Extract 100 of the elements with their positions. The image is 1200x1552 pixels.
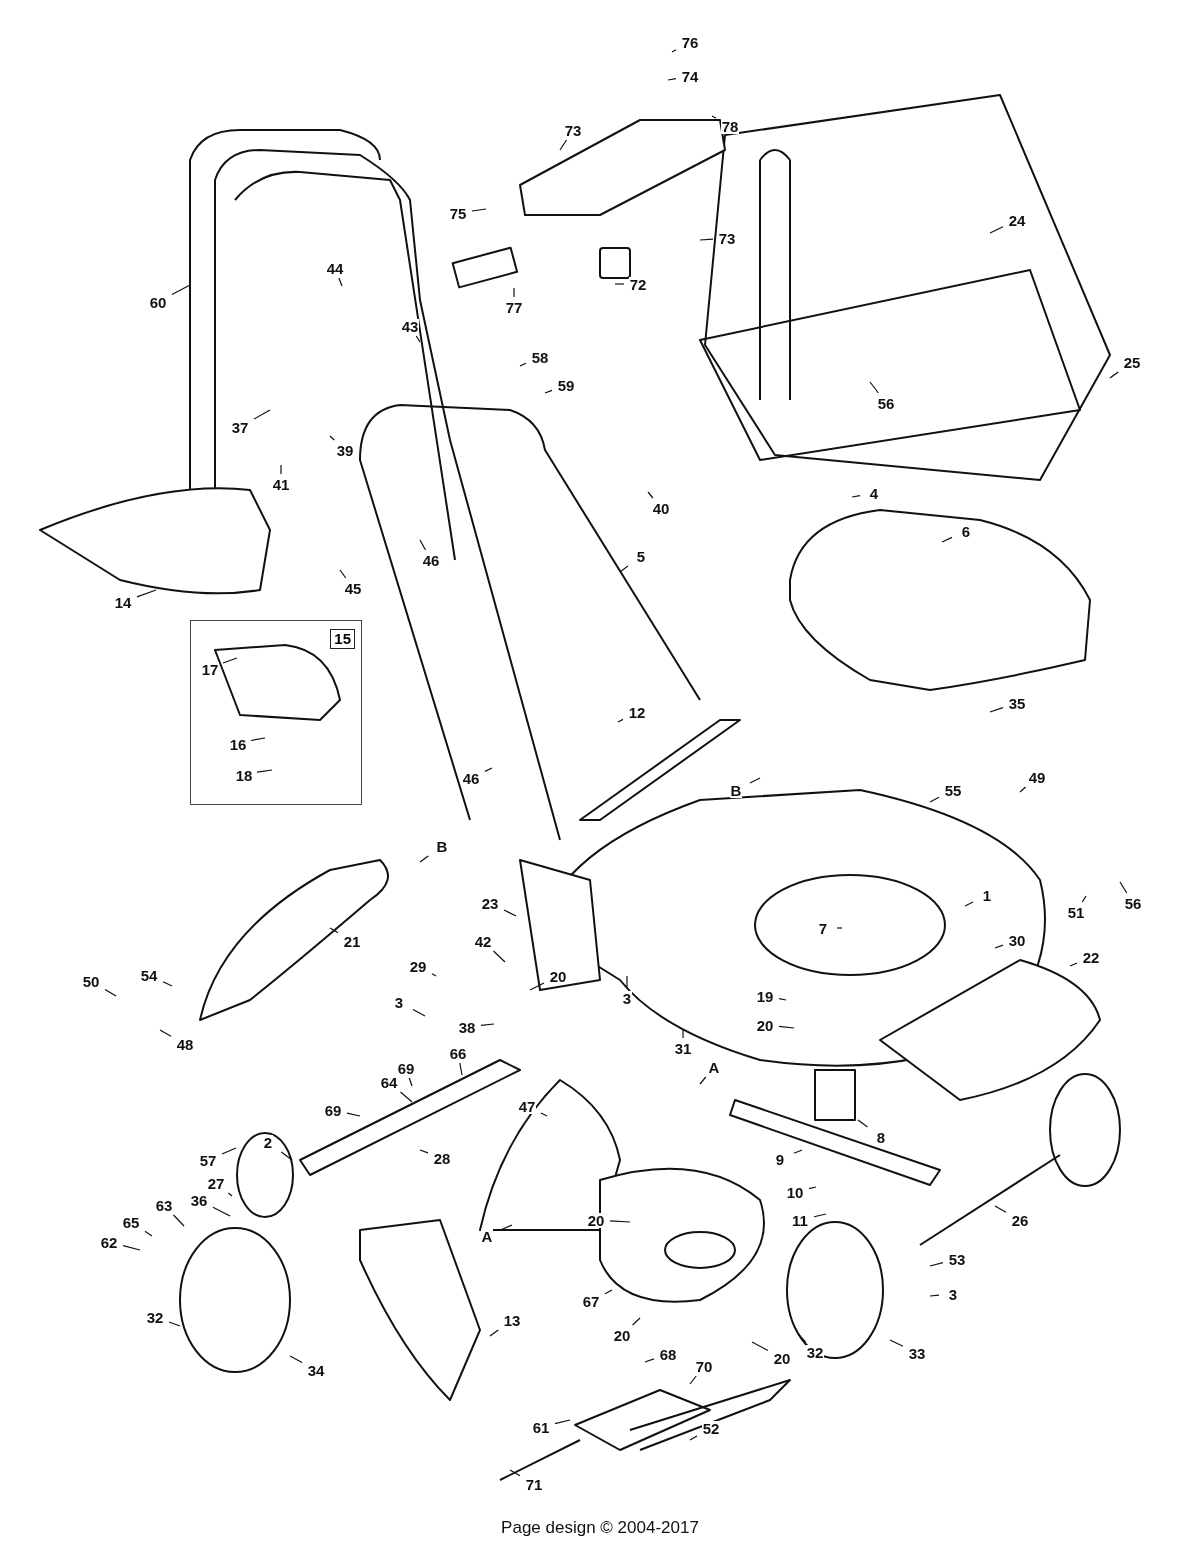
leader-line bbox=[519, 362, 527, 367]
leader-line bbox=[250, 737, 266, 742]
leader-line bbox=[647, 491, 654, 499]
leader-line bbox=[689, 1435, 698, 1441]
leader-line bbox=[813, 1213, 827, 1218]
leader-line bbox=[329, 927, 339, 934]
leader-line bbox=[408, 1077, 413, 1087]
leader-line bbox=[626, 975, 628, 989]
leader-line bbox=[749, 777, 761, 784]
leader-line bbox=[544, 389, 553, 394]
leader-line bbox=[644, 1358, 655, 1363]
leader-line bbox=[171, 284, 191, 296]
leader-line bbox=[253, 409, 271, 420]
leader-line bbox=[778, 1025, 795, 1029]
leader-line bbox=[419, 855, 429, 863]
leader-line bbox=[869, 381, 879, 394]
leader-line bbox=[480, 1023, 495, 1027]
leader-line bbox=[929, 1262, 944, 1267]
callout-number: 3 bbox=[621, 990, 633, 1006]
callout-number: 17 bbox=[200, 661, 220, 677]
leader-line bbox=[289, 1355, 303, 1364]
callout-number: 78 bbox=[720, 118, 740, 134]
leader-line bbox=[632, 1317, 641, 1326]
leader-line bbox=[889, 1339, 904, 1347]
leader-line bbox=[162, 981, 173, 987]
leader-line bbox=[994, 1205, 1007, 1213]
leader-line bbox=[489, 1329, 499, 1337]
leader-line bbox=[699, 1076, 707, 1085]
leader-line bbox=[929, 796, 940, 803]
leader-line bbox=[989, 226, 1004, 234]
leader-line bbox=[172, 1214, 185, 1227]
leader-line bbox=[667, 77, 677, 81]
leader-line bbox=[617, 718, 624, 723]
leader-line bbox=[399, 1091, 413, 1103]
leader-line bbox=[614, 283, 625, 285]
leader-line bbox=[227, 1192, 233, 1197]
leader-line bbox=[851, 494, 861, 498]
leader-line bbox=[797, 1333, 807, 1343]
leader-line bbox=[329, 435, 335, 441]
callout-number: 43 bbox=[400, 318, 420, 334]
leader-line bbox=[415, 335, 421, 343]
leader-line bbox=[122, 1245, 141, 1251]
leader-line bbox=[699, 238, 714, 241]
leader-line bbox=[256, 769, 273, 773]
leader-line bbox=[509, 1469, 521, 1477]
inset-frame bbox=[190, 620, 362, 805]
leader-line bbox=[104, 988, 117, 997]
leader-line bbox=[619, 565, 629, 573]
leader-line bbox=[431, 973, 437, 977]
callout-number: 72 bbox=[628, 276, 648, 292]
leader-line bbox=[989, 707, 1004, 713]
leader-line bbox=[609, 1220, 631, 1223]
leader-line bbox=[994, 944, 1004, 949]
leader-line bbox=[338, 277, 343, 287]
leader-line bbox=[412, 1008, 426, 1017]
leader-line bbox=[554, 1419, 571, 1425]
leader-line bbox=[857, 1119, 869, 1128]
leader-line bbox=[689, 1375, 697, 1385]
leader-line bbox=[778, 998, 787, 1001]
leader-line bbox=[1119, 881, 1128, 894]
leader-line bbox=[682, 1029, 684, 1039]
leader-line bbox=[559, 139, 568, 151]
leader-line bbox=[711, 115, 717, 119]
leader-line bbox=[964, 901, 974, 907]
leader-line bbox=[503, 909, 517, 917]
leader-line bbox=[280, 1151, 293, 1161]
leader-line bbox=[492, 950, 506, 963]
callout-number: 2 bbox=[262, 1134, 274, 1150]
leader-line bbox=[500, 1224, 513, 1231]
leader-line bbox=[221, 1147, 237, 1155]
leader-line bbox=[1019, 786, 1027, 793]
leader-line bbox=[419, 539, 427, 551]
leader-line bbox=[1069, 962, 1078, 967]
leader-line bbox=[159, 1029, 172, 1037]
leader-line bbox=[836, 927, 843, 929]
leader-line bbox=[671, 49, 677, 53]
leader-line bbox=[941, 536, 953, 543]
leader-line bbox=[339, 569, 347, 579]
leader-line bbox=[136, 589, 157, 598]
leader-line bbox=[212, 1206, 231, 1217]
leader-line bbox=[280, 464, 282, 475]
leader-line bbox=[604, 1289, 613, 1295]
leader-line bbox=[1081, 895, 1087, 903]
leader-line bbox=[751, 1341, 769, 1352]
leader-line bbox=[346, 1112, 361, 1117]
leader-line bbox=[144, 1230, 153, 1237]
leader-line bbox=[540, 1112, 548, 1117]
leader-line bbox=[929, 1294, 940, 1297]
callout-number: 52 bbox=[701, 1420, 721, 1436]
leader-line bbox=[222, 657, 238, 664]
leader-line bbox=[459, 1062, 463, 1076]
leader-line bbox=[513, 287, 515, 298]
leader-line bbox=[168, 1321, 181, 1327]
leader-line bbox=[484, 767, 493, 772]
leader-line bbox=[471, 208, 487, 212]
leader-line bbox=[1109, 371, 1119, 379]
leader-line bbox=[419, 1149, 429, 1154]
leader-line bbox=[808, 1186, 817, 1190]
callout-number: 15 bbox=[330, 629, 355, 649]
leader-line bbox=[793, 1149, 803, 1154]
